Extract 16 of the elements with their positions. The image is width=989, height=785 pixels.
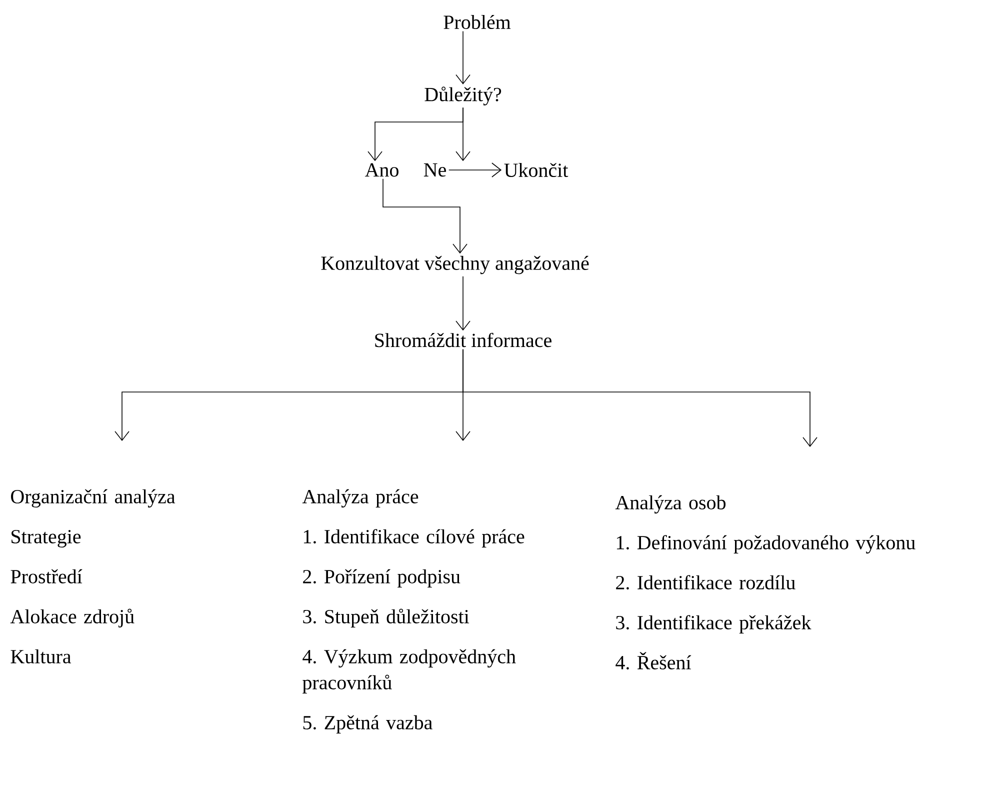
analysis-list: Analýza osob 1. Definování požadovaného výkonu 2. Identifikace rozdílu 3. Identifikace překážek 4. Řešení	[615, 495, 916, 670]
step-text: Problém	[444, 14, 511, 30]
arrow	[456, 107, 470, 162]
arrow	[456, 30, 470, 84]
arrow	[462, 348, 818, 447]
arrow	[382, 178, 468, 254]
step-text: Ne	[424, 163, 446, 177]
arrow	[448, 162, 502, 178]
step-text: Ukončit	[504, 162, 568, 178]
step-text: Ano	[364, 163, 398, 177]
step-text: Konzultovat všechny angažované	[321, 256, 589, 274]
analysis-list: Organizační analýza Strategie Prostředí Alokace zdrojů Kultura	[10, 489, 176, 664]
arrow	[456, 276, 470, 331]
step-text: Shromáždit informace	[375, 332, 552, 348]
step-text: Důležitý?	[424, 86, 502, 106]
analysis-list: Analýza práce 1. Identifikace cílové práce 2. Pořízení podpisu 3. Stupeň důležitosti 4. Výzkum zodpovědných pracovníků 5. Zpětná vazba	[302, 489, 524, 734]
